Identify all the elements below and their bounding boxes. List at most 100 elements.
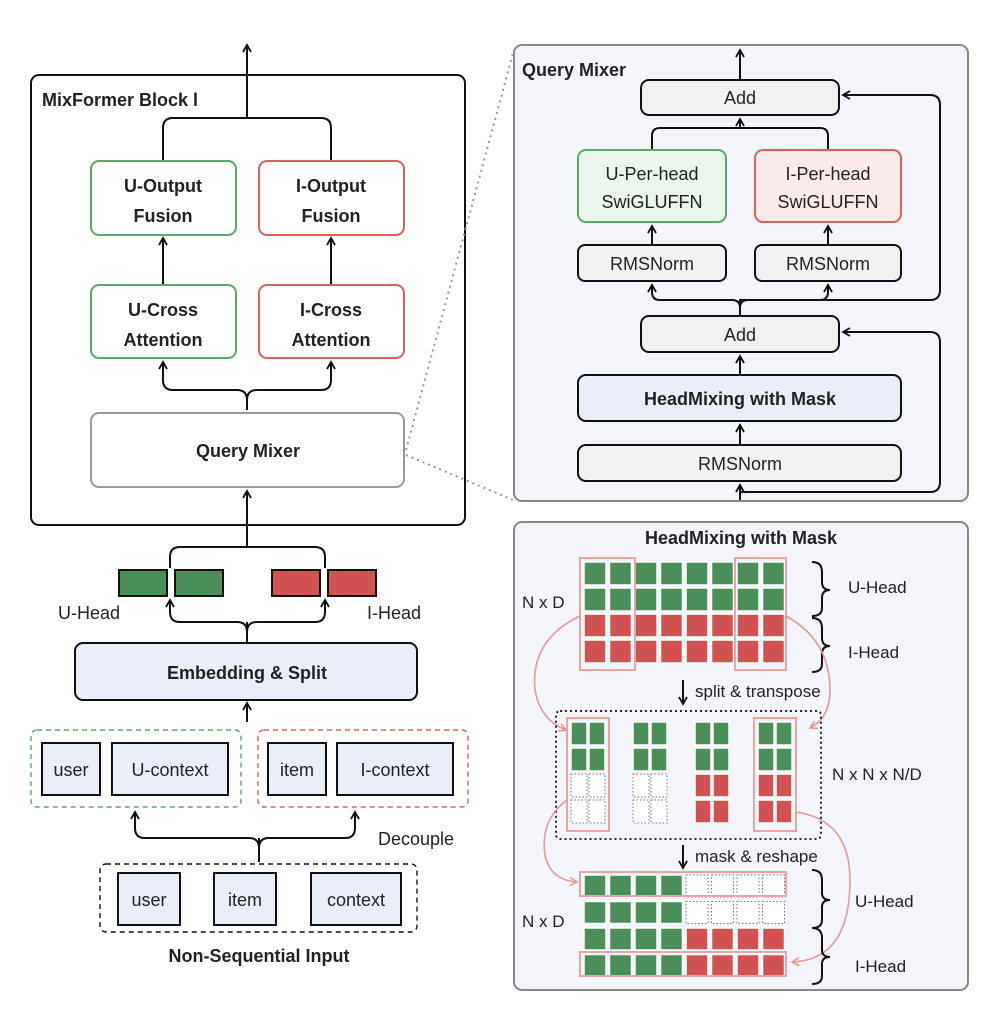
masked-cell (711, 901, 734, 924)
masked-cell (583, 953, 607, 978)
u-cross-attention-line1: U-Cross (128, 300, 198, 320)
masked-cell (634, 927, 658, 951)
query-mixer-label: Query Mixer (196, 441, 300, 461)
masked-cell (711, 874, 734, 898)
decouple-arrows: Decouple (130, 810, 454, 862)
decouple-label: Decouple (378, 829, 454, 849)
masked-cell (659, 874, 684, 898)
i-context-chip: I-context (360, 760, 429, 780)
mask-reshape-label: mask & reshape (695, 847, 818, 866)
masked-cell (736, 901, 760, 924)
input-user-chip: user (131, 890, 166, 910)
u-output-fusion-box (90, 160, 237, 236)
head-cell (761, 639, 786, 664)
i-output-fusion-line2: Fusion (302, 206, 361, 226)
head-cell (710, 587, 735, 612)
u-head-token-2 (174, 569, 224, 597)
transposed-cell (570, 799, 588, 824)
transposed-cell (775, 799, 793, 824)
n-x-d-top: N x D (522, 593, 565, 612)
masked-cell (659, 953, 684, 978)
i-per-head-line1: I-Per-head (785, 164, 870, 184)
head-cell (761, 587, 786, 612)
rmsnorm-right-box (754, 244, 902, 282)
add-mid-label: Add (724, 325, 756, 345)
headmixing-panel: HeadMixing with Mask N x D U-Head I-Head… (513, 521, 969, 991)
head-merge: U-Head I-Head (58, 489, 421, 643)
i-output-fusion-line1: I-Output (296, 176, 366, 196)
head-cell (659, 613, 684, 638)
masked-cell (685, 953, 709, 978)
i-per-head-line2: SwiGLUFFN (777, 192, 878, 212)
add-top-box (640, 79, 840, 116)
add-top-label: Add (724, 88, 756, 108)
transposed-cell (570, 773, 588, 798)
masked-cell (685, 927, 709, 951)
query-mixer-box (90, 412, 405, 488)
transposed-cell (712, 747, 730, 772)
non-sequential-input-label: Non-Sequential Input (169, 946, 350, 966)
transposed-cell (775, 773, 793, 798)
embedding-split-label: Embedding & Split (167, 663, 327, 683)
head-cell (608, 587, 633, 612)
masked-cell (634, 900, 658, 925)
u-head-token-1 (118, 569, 168, 597)
masked-cell (762, 874, 785, 898)
i-cross-attention-line2: Attention (292, 330, 371, 350)
masked-cell (583, 927, 607, 951)
u-per-head-line2: SwiGLUFFN (601, 192, 702, 212)
i-per-head-box (754, 149, 902, 223)
head-cell (659, 587, 684, 612)
head-cell (736, 587, 760, 612)
headmixing-panel-title: HeadMixing with Mask (645, 528, 838, 548)
rmsnorm-left-box (577, 244, 727, 282)
input-item-chip: item (228, 890, 262, 910)
user-group: user U-context (30, 729, 242, 808)
masked-cell (762, 901, 785, 924)
head-cell (583, 587, 607, 612)
head-cell (583, 613, 607, 638)
head-cell (685, 561, 709, 586)
head-cell (608, 613, 633, 638)
masked-cell (583, 900, 607, 925)
n-x-d-bottom: N x D (522, 912, 565, 931)
block-title: MixFormer Block l (42, 90, 198, 110)
headmixing-box (577, 374, 902, 422)
transposed-cell (650, 721, 668, 746)
u-per-head-box (577, 149, 727, 223)
transposed-cell (757, 799, 775, 824)
transposed-cell (694, 721, 712, 746)
masked-cell (659, 900, 684, 925)
transposed-cell (632, 773, 650, 798)
i-head-top: I-Head (848, 643, 899, 662)
split-transpose-label: split & transpose (695, 682, 821, 701)
u-head-label: U-Head (58, 603, 120, 623)
masked-cell (761, 953, 786, 978)
i-head-label: I-Head (367, 603, 421, 623)
transposed-cell (650, 747, 668, 772)
head-cell (761, 561, 786, 586)
headmixing-label: HeadMixing with Mask (644, 389, 837, 409)
n-x-n-x-nd-label: N x N x N/D (832, 765, 922, 784)
transposed-cell (632, 799, 650, 824)
transposed-cell (712, 721, 730, 746)
masked-cell (685, 901, 709, 924)
head-cell (710, 639, 735, 664)
transposed-cell (694, 773, 712, 798)
head-cell (634, 561, 658, 586)
transposed-cell (757, 721, 775, 746)
masked-cell (761, 927, 786, 951)
masked-cell (685, 874, 709, 898)
head-cell (608, 561, 633, 586)
transposed-cell (775, 721, 793, 746)
u-cross-attention-line2: Attention (124, 330, 203, 350)
i-head-bottom: I-Head (855, 957, 906, 976)
input-context-chip: context (327, 890, 385, 910)
transposed-cell (650, 799, 668, 824)
transposed-cell (570, 747, 588, 772)
rmsnorm-left-label: RMSNorm (610, 254, 694, 274)
u-per-head-line1: U-Per-head (605, 164, 698, 184)
head-cell (685, 639, 709, 664)
head-cell (608, 639, 633, 664)
